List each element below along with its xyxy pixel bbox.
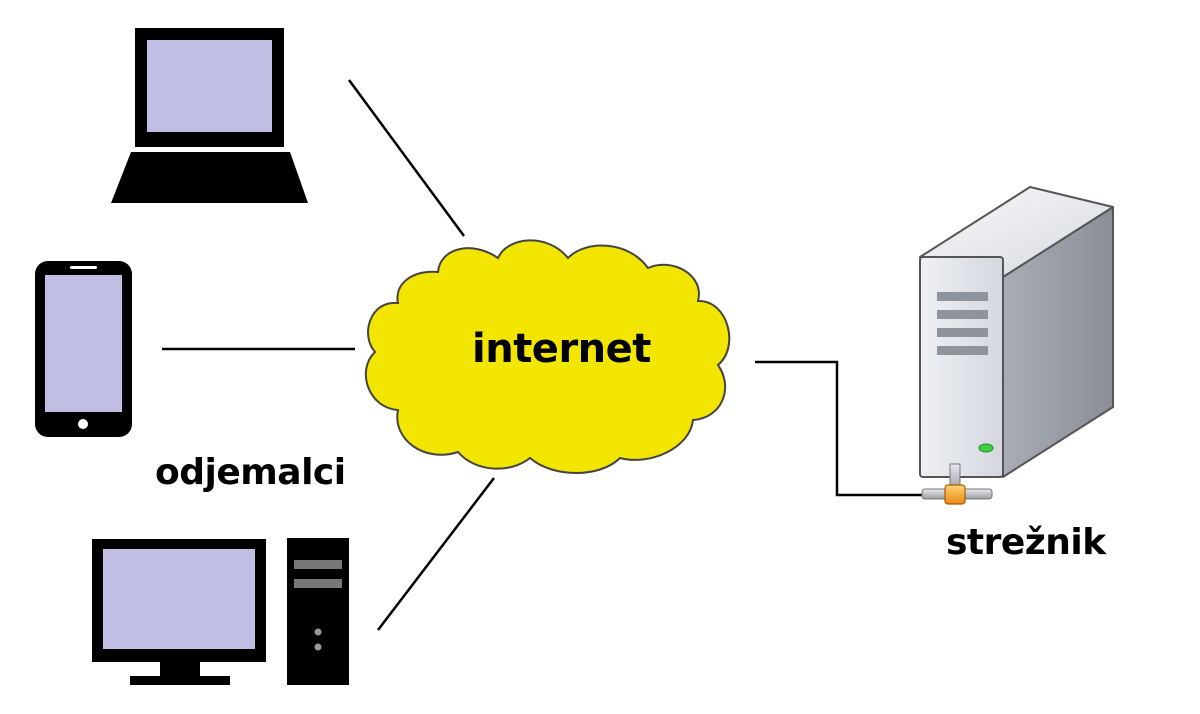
- clients-label: odjemalci: [155, 452, 346, 493]
- cloud-icon: [364, 239, 731, 474]
- internet-label: internet: [472, 326, 651, 372]
- server-led: [978, 443, 994, 453]
- laptop-link: [347, 79, 466, 237]
- desktop-computer-icon: [92, 538, 349, 685]
- network-connector-icon: [921, 463, 993, 505]
- laptop-icon: [111, 28, 308, 203]
- server-link: [755, 360, 928, 497]
- connection-lines: [162, 79, 928, 631]
- server-label: strežnik: [946, 522, 1106, 563]
- desktop-link: [377, 477, 495, 631]
- server-tower-icon: [919, 186, 1114, 478]
- smartphone-icon: [35, 261, 132, 437]
